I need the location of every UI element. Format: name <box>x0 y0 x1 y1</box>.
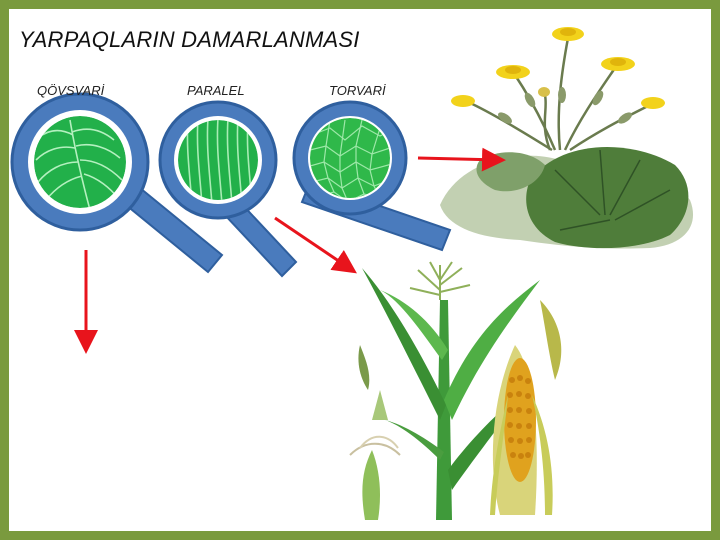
flower-icon <box>451 27 665 109</box>
magnifier-icon <box>10 92 224 274</box>
arrow-icon <box>74 147 506 354</box>
leaf-icon <box>34 116 126 208</box>
label-arched-venation: QÖVSVARİ <box>37 83 105 98</box>
label-parallel-venation: PARALEL <box>187 83 245 98</box>
coltsfoot-plant <box>440 27 694 249</box>
slide-title: YARPAQLARIN DAMARLANMASI <box>19 27 360 52</box>
corn-icon <box>490 300 562 515</box>
corn-plant <box>349 261 562 520</box>
magnifier-icon <box>292 100 452 252</box>
label-net-venation: TORVARİ <box>329 83 386 98</box>
corn-detail <box>349 345 401 520</box>
magnifier-icon <box>158 100 298 278</box>
